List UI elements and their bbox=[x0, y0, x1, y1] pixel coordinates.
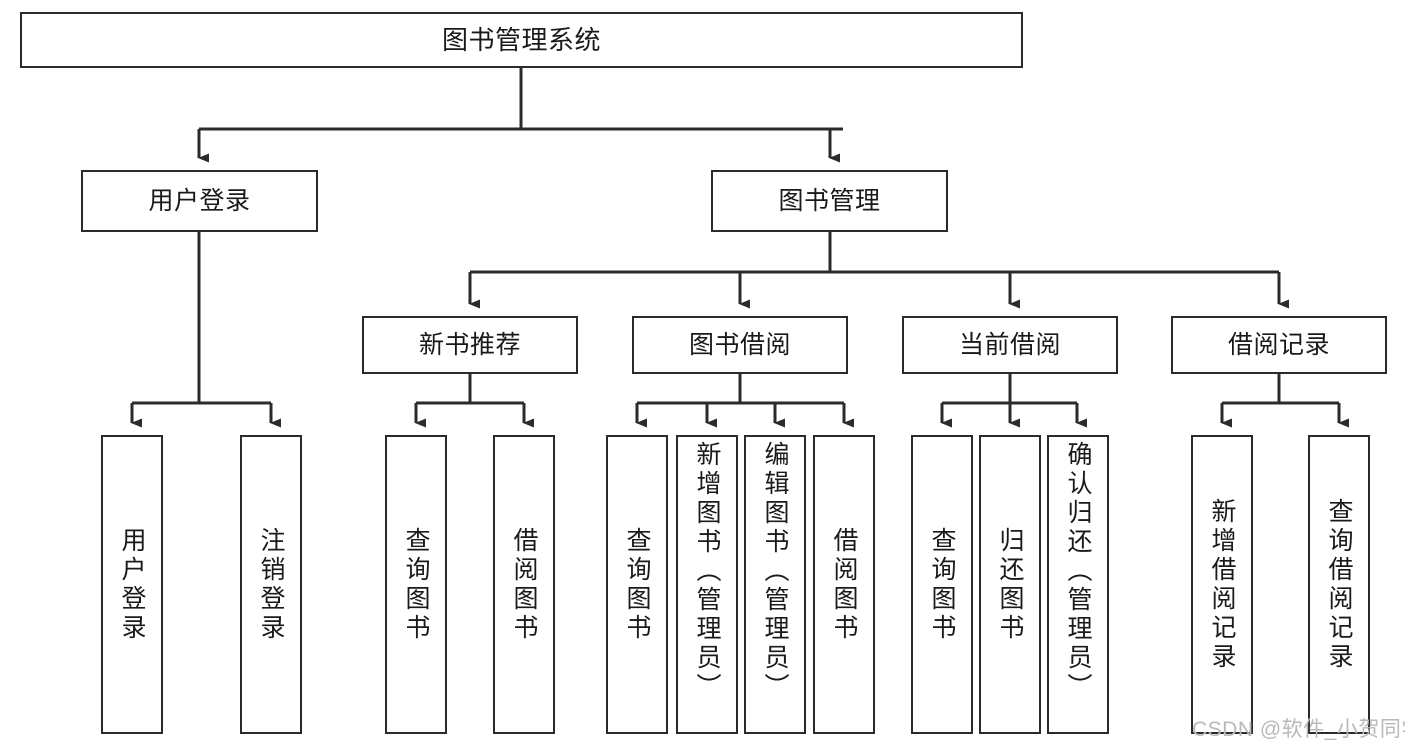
node-label: 查询图书 bbox=[928, 526, 956, 643]
leaf-query-borrow-record[interactable]: 查询借阅记录 bbox=[1308, 435, 1370, 734]
node-current-borrowing[interactable]: 当前借阅 bbox=[902, 316, 1118, 374]
leaf-edit-book-admin[interactable]: 编辑图书（管理员） bbox=[744, 435, 806, 734]
leaf-borrow-book-1[interactable]: 借阅图书 bbox=[493, 435, 555, 734]
leaf-user-login[interactable]: 用户登录 bbox=[101, 435, 163, 734]
node-label: 图书管理 bbox=[778, 186, 881, 215]
watermark-csdn: CSDN @软件_小贺同学 bbox=[1192, 718, 1405, 741]
node-label: 新增图书（管理员） bbox=[693, 441, 721, 702]
node-label: 新增借阅记录 bbox=[1208, 497, 1236, 672]
node-root-book-management-system[interactable]: 图书管理系统 bbox=[20, 12, 1023, 68]
node-user-login[interactable]: 用户登录 bbox=[81, 170, 318, 232]
node-label: 图书管理系统 bbox=[441, 24, 601, 55]
node-label: 编辑图书（管理员） bbox=[761, 441, 789, 702]
leaf-return-book[interactable]: 归还图书 bbox=[979, 435, 1041, 734]
leaf-query-book-1[interactable]: 查询图书 bbox=[385, 435, 447, 734]
node-label: 用户登录 bbox=[118, 526, 146, 643]
node-label: 注销登录 bbox=[257, 526, 285, 643]
node-borrowing-record[interactable]: 借阅记录 bbox=[1171, 316, 1387, 374]
node-label: 确认归还（管理员） bbox=[1064, 441, 1092, 702]
node-label: 借阅图书 bbox=[830, 526, 858, 643]
leaf-confirm-return-admin[interactable]: 确认归还（管理员） bbox=[1047, 435, 1109, 734]
leaf-add-book-admin[interactable]: 新增图书（管理员） bbox=[676, 435, 738, 734]
node-label: 借阅记录 bbox=[1227, 330, 1330, 359]
node-label: 查询借阅记录 bbox=[1325, 497, 1353, 672]
node-label: 查询图书 bbox=[623, 526, 651, 643]
node-book-management[interactable]: 图书管理 bbox=[711, 170, 948, 232]
node-label: 图书借阅 bbox=[688, 330, 791, 359]
node-new-book-recommendation[interactable]: 新书推荐 bbox=[362, 316, 578, 374]
node-book-borrowing[interactable]: 图书借阅 bbox=[632, 316, 848, 374]
leaf-borrow-book-2[interactable]: 借阅图书 bbox=[813, 435, 875, 734]
node-label: 归还图书 bbox=[996, 526, 1024, 643]
node-label: 用户登录 bbox=[148, 186, 251, 215]
node-label: 当前借阅 bbox=[958, 330, 1061, 359]
leaf-add-borrow-record[interactable]: 新增借阅记录 bbox=[1191, 435, 1253, 734]
leaf-query-book-2[interactable]: 查询图书 bbox=[606, 435, 668, 734]
node-label: 借阅图书 bbox=[510, 526, 538, 643]
leaf-logout[interactable]: 注销登录 bbox=[240, 435, 302, 734]
node-label: 查询图书 bbox=[402, 526, 430, 643]
node-label: 新书推荐 bbox=[418, 330, 521, 359]
leaf-query-book-3[interactable]: 查询图书 bbox=[911, 435, 973, 734]
